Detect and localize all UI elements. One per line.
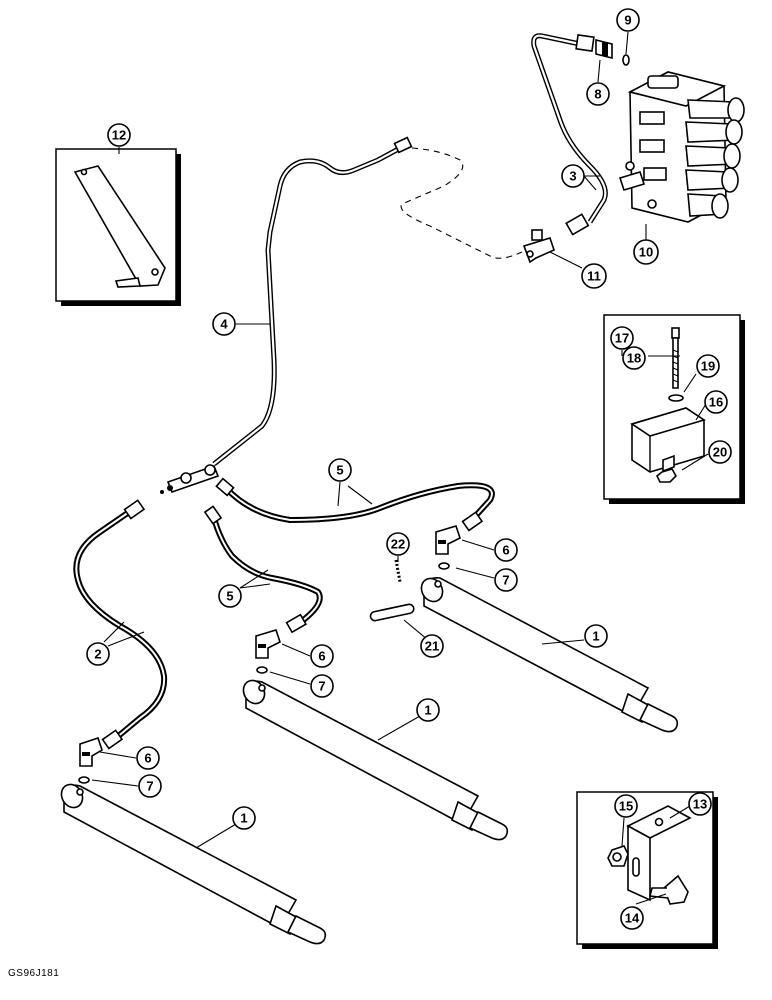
callout-label: 6 (502, 543, 509, 558)
callout-label: 15 (619, 799, 633, 814)
callout-6-middle: 6 (310, 644, 334, 668)
callout-1-right: 1 (584, 624, 608, 648)
o-ring-7-upper-right (438, 562, 450, 570)
inset-bracket-13-15 (576, 791, 718, 949)
callout-10: 10 (633, 239, 659, 265)
callout-label: 17 (615, 331, 629, 346)
callout-label: 21 (425, 639, 439, 654)
callout-label: 22 (391, 537, 405, 552)
callout-label: 7 (146, 779, 153, 794)
callout-6-lower-left: 6 (136, 746, 160, 770)
callout-6-upper-right: 6 (494, 538, 518, 562)
elbow-6-middle (255, 629, 281, 659)
callout-16: 16 (704, 390, 728, 414)
callout-12: 12 (107, 123, 131, 147)
callout-label: 7 (502, 573, 509, 588)
callout-22: 22 (386, 532, 410, 556)
callout-label: 18 (627, 351, 641, 366)
callout-label: 1 (424, 703, 431, 718)
tube-4 (212, 136, 413, 466)
callout-5-upper: 5 (328, 458, 352, 482)
callout-label: 7 (318, 679, 325, 694)
callout-8: 8 (586, 82, 610, 106)
callout-19: 19 (696, 354, 720, 378)
fitting-8 (595, 38, 613, 60)
callout-3: 3 (561, 164, 585, 188)
callout-1-middle: 1 (416, 698, 440, 722)
callout-label: 1 (240, 811, 247, 826)
callout-18: 18 (622, 346, 646, 370)
cylinder-1-right (420, 576, 679, 733)
cylinder-1-middle (242, 679, 509, 841)
callout-label: 3 (569, 169, 576, 184)
hose-5-upper (215, 477, 495, 532)
leader-lines (91, 31, 709, 905)
callout-7-middle: 7 (310, 674, 334, 698)
callout-label: 5 (226, 589, 233, 604)
control-valve-10 (618, 71, 745, 223)
o-ring-7-middle (256, 666, 268, 674)
callout-20: 20 (708, 440, 732, 464)
callout-label: 1 (592, 629, 599, 644)
callout-21: 21 (420, 634, 444, 658)
callout-label: 12 (112, 128, 126, 143)
callout-label: 16 (709, 395, 723, 410)
callout-label: 2 (94, 647, 101, 662)
callout-label: 10 (639, 245, 653, 260)
callout-11: 11 (581, 263, 607, 289)
elbow-fitting-11 (522, 229, 555, 264)
callout-13: 13 (688, 792, 712, 816)
callout-label: 11 (587, 269, 601, 284)
callout-label: 6 (318, 649, 325, 664)
callout-14: 14 (620, 906, 644, 930)
callout-label: 6 (144, 751, 151, 766)
dashed-routing-line (400, 147, 523, 259)
callout-7-lower-left: 7 (138, 774, 162, 798)
o-ring-9 (622, 54, 630, 66)
o-ring-7-lower-left (78, 776, 90, 784)
callout-label: 14 (625, 911, 640, 926)
callout-label: 13 (693, 797, 707, 812)
callout-label: 4 (220, 317, 228, 332)
callout-label: 9 (624, 13, 631, 28)
elbow-6-upper-right (435, 525, 461, 555)
callout-17: 17 (610, 326, 634, 350)
callout-label: 19 (701, 359, 715, 374)
callout-1-left: 1 (232, 806, 256, 830)
document-code: GS96J181 (8, 968, 60, 979)
callout-9: 9 (616, 8, 640, 32)
hose-5-lower (203, 505, 323, 634)
callout-label: 8 (594, 87, 601, 102)
tee-junction (160, 464, 220, 494)
callout-4: 4 (212, 312, 236, 336)
callout-5-lower: 5 (218, 584, 242, 608)
callout-label: 5 (336, 463, 343, 478)
spring-pin-22 (394, 559, 402, 583)
callout-7-upper-right: 7 (494, 568, 518, 592)
callout-2: 2 (86, 642, 110, 666)
inset-bracket-12 (55, 148, 181, 306)
callout-15: 15 (614, 794, 638, 818)
tube-3 (531, 33, 608, 236)
callout-label: 20 (713, 445, 727, 460)
cylinder-1-left (60, 783, 327, 945)
pin-21 (369, 603, 415, 622)
elbow-6-lower-left (79, 736, 103, 767)
hose-2 (73, 499, 168, 750)
